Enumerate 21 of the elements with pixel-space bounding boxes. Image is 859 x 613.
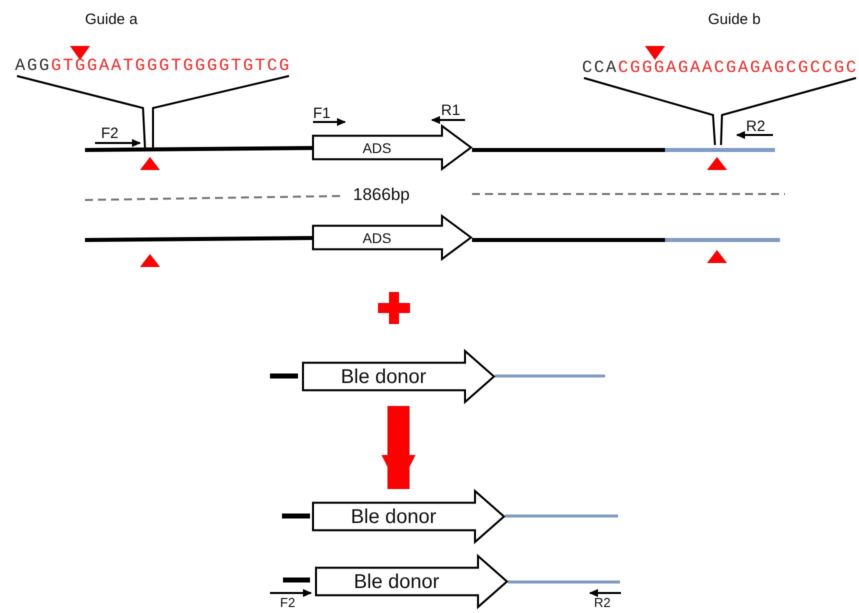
primer-label: F2: [280, 596, 296, 609]
primer-label: F2: [101, 126, 119, 141]
sgrna-sequence: CCACGGGAGAACGAGAGCGCCGC: [582, 60, 858, 77]
leader-line: [16, 75, 146, 148]
leader-line: [152, 75, 290, 148]
gene-label: ADS: [362, 230, 392, 244]
leader-line: [720, 77, 856, 146]
gene-label: Ble donor: [340, 366, 428, 386]
primer-label: R1: [441, 103, 460, 118]
guide-label: Guide a: [85, 12, 138, 27]
process-arrow: [382, 406, 416, 489]
length-label: 1866bp: [353, 186, 410, 203]
leader-line: [584, 77, 716, 146]
gene-label: Ble donor: [352, 572, 440, 592]
gene-label: ADS: [362, 140, 392, 154]
primer-label: R2: [594, 596, 611, 609]
primer-label: F1: [313, 106, 331, 121]
guide-label: Guide b: [708, 12, 761, 27]
primer-label: R2: [746, 119, 766, 134]
sgrna-sequence: AGGGTGGAATGGGTGGGGTGTCG: [15, 58, 292, 75]
gene-label: Ble donor: [350, 506, 438, 526]
